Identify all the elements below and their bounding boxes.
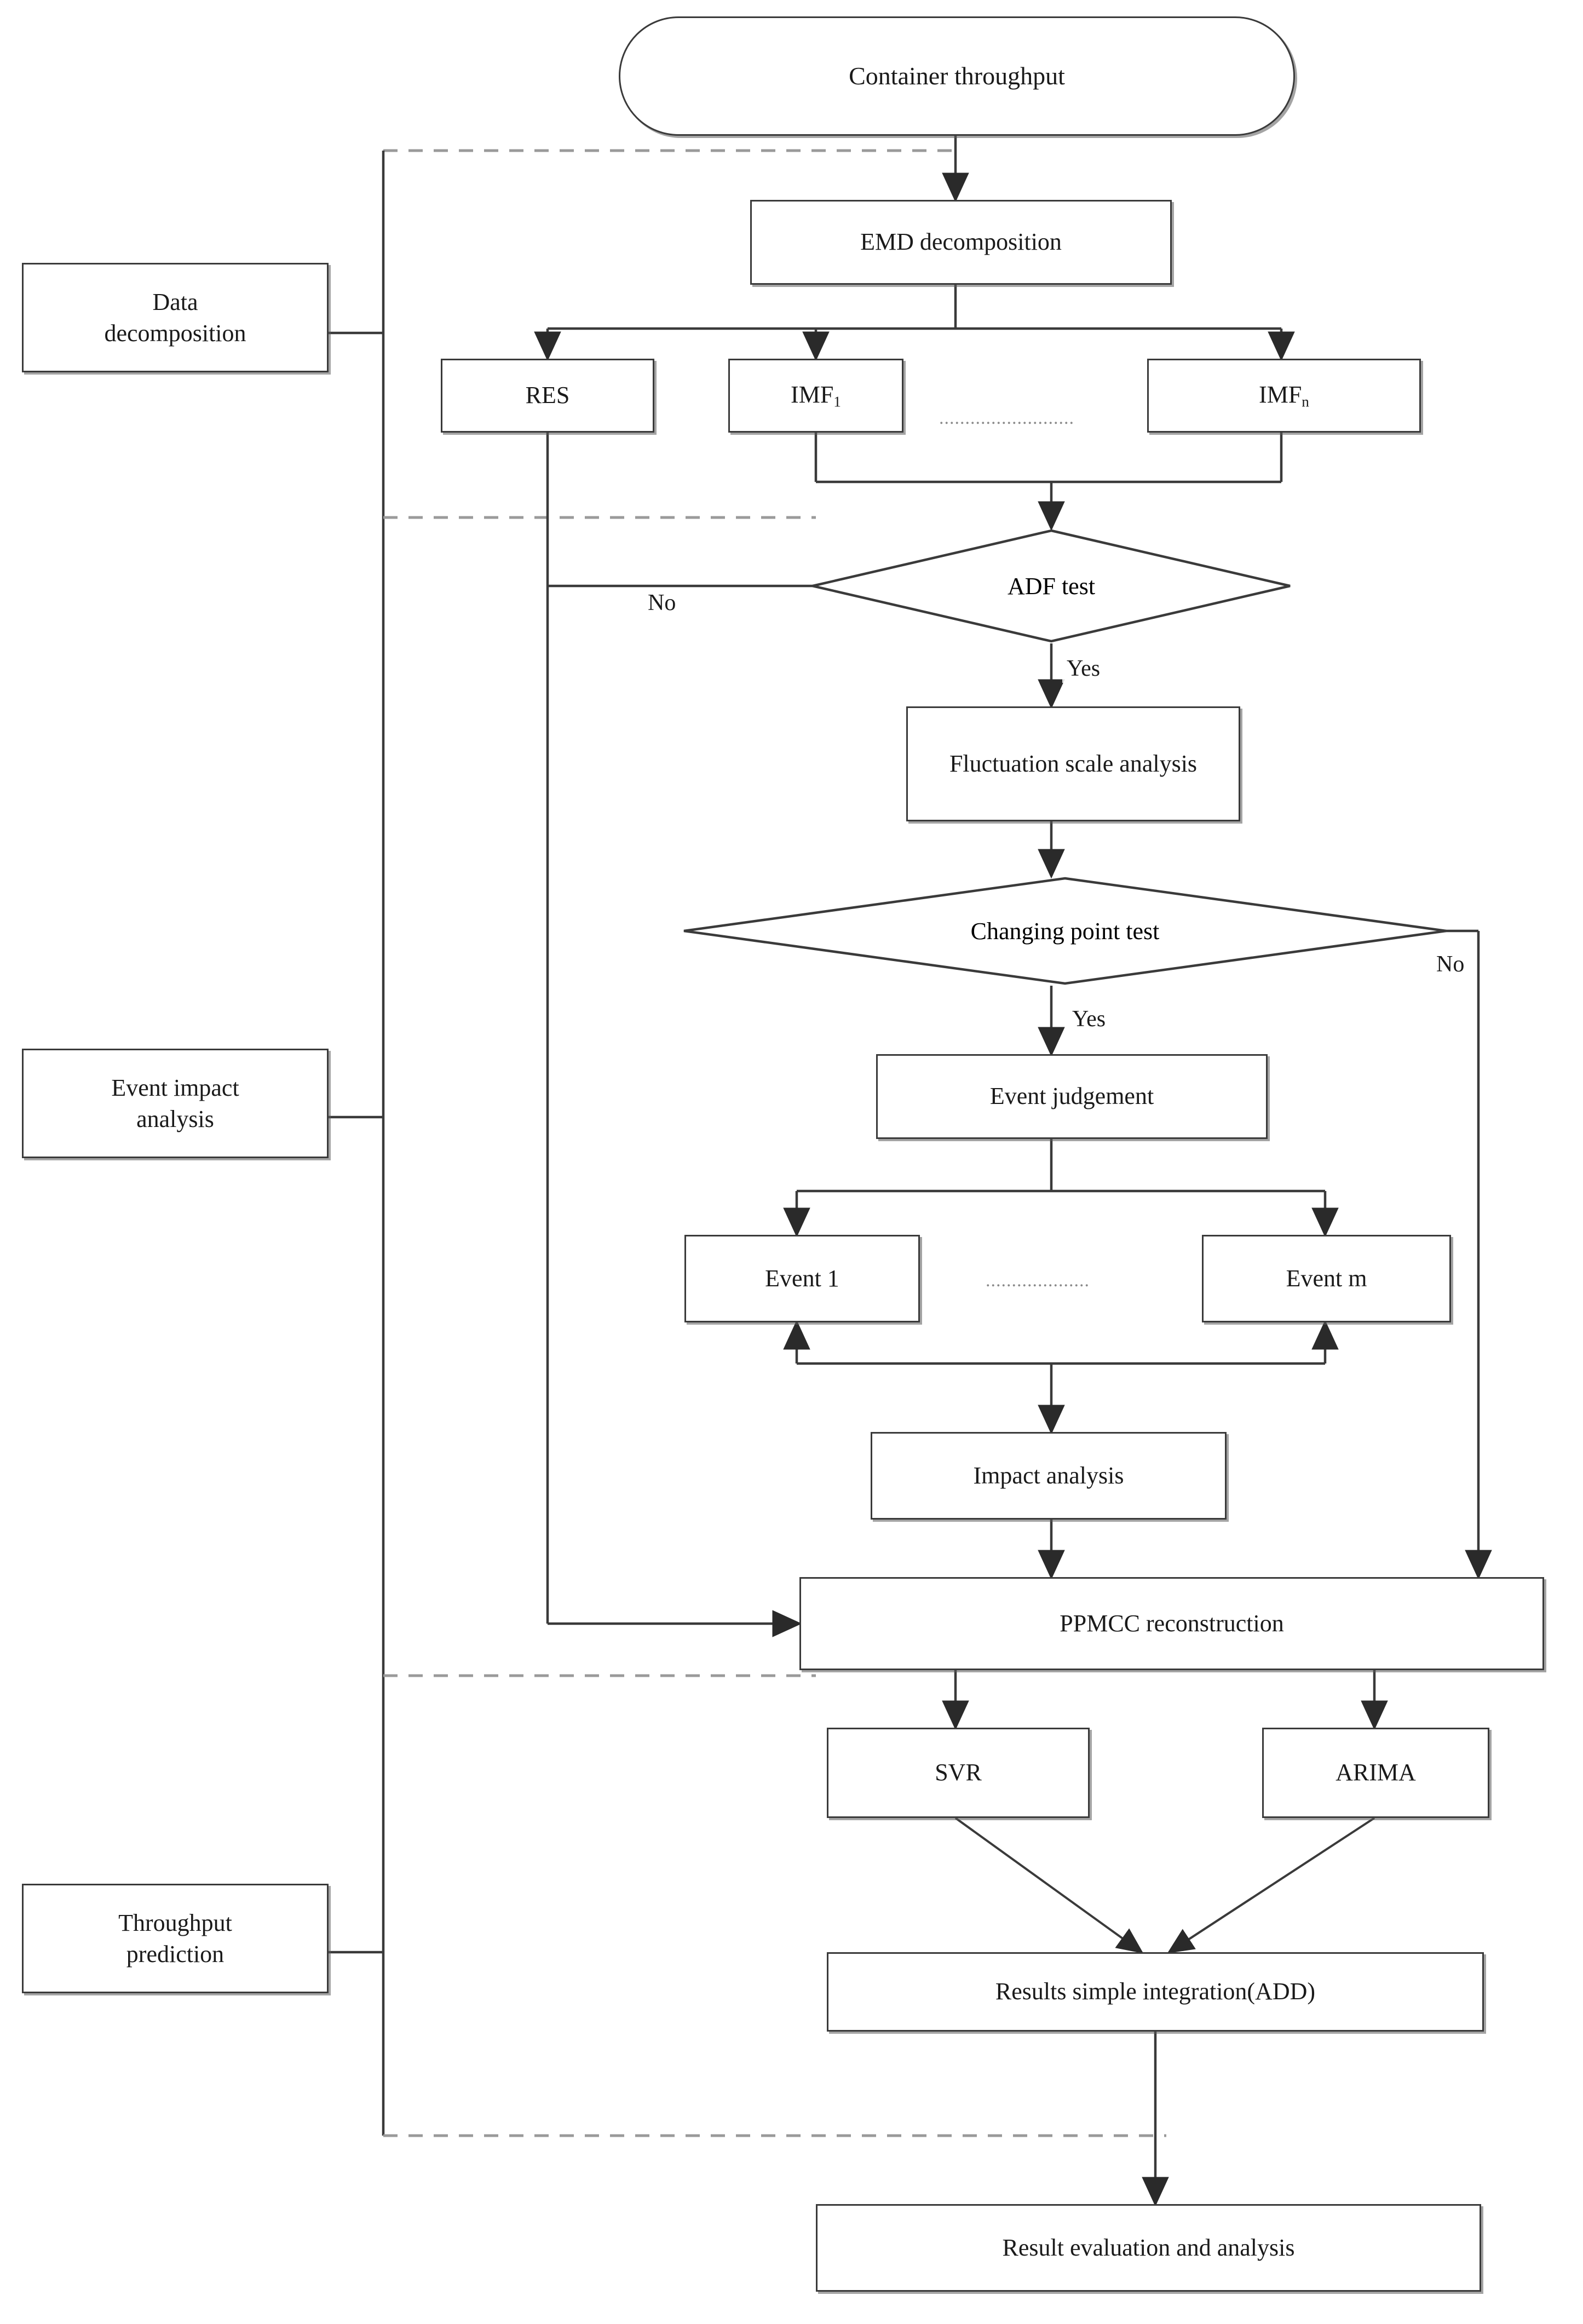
node-results-simple-integration[interactable]: Results simple integration(ADD) [827,1952,1484,2032]
edge-label-adf-yes: Yes [1062,654,1105,683]
node-label-impact-analysis: Impact analysis [973,1462,1124,1489]
node-res[interactable]: RES [441,359,654,433]
node-fluctuation-scale-analysis[interactable]: Fluctuation scale analysis [906,706,1240,821]
node-label-fluctuation-scale-analysis: Fluctuation scale analysis [949,750,1198,777]
node-label-changing-point-test: Changing point test [970,917,1160,945]
node-container-throughput[interactable]: Container throughput [619,16,1295,136]
edge-label-changing-point-yes: Yes [1068,1005,1110,1033]
node-label-adf-test: ADF test [1007,572,1096,600]
node-imf-first[interactable]: IMF1 [728,359,903,433]
node-label-svr: SVR [935,1759,982,1786]
node-label-container-throughput: Container throughput [849,61,1065,90]
node-label-event-judgement: Event judgement [989,1083,1154,1110]
node-changing-point-test[interactable]: Changing point test [682,876,1448,986]
event-row-ellipsis: .................... [986,1270,1090,1291]
node-result-evaluation[interactable]: Result evaluation and analysis [816,2204,1481,2292]
phase-label-data-decomposition: Data decomposition [104,288,246,347]
node-svr[interactable]: SVR [827,1728,1090,1818]
phase-label-event-impact-analysis: Event impact analysis [111,1074,239,1132]
node-label-result-evaluation: Result evaluation and analysis [1002,2234,1295,2261]
imf-last-base: IMF [1259,381,1302,409]
edge-label-changing-point-no: No [1432,950,1469,979]
node-label-imf-first: IMF1 [783,379,849,412]
node-impact-analysis[interactable]: Impact analysis [871,1432,1227,1520]
node-label-results-simple-integration: Results simple integration(ADD) [995,1978,1316,2005]
phase-box-throughput-prediction: Throughput prediction [22,1884,329,1993]
phase-box-data-decomposition: Data decomposition [22,263,329,372]
node-ppmcc-reconstruction[interactable]: PPMCC reconstruction [799,1577,1544,1670]
imf-first-base: IMF [791,381,834,409]
imf-row-ellipsis: .......................... [939,408,1074,428]
node-label-imf-last: IMFn [1251,379,1317,412]
node-event-first[interactable]: Event 1 [684,1235,920,1322]
node-imf-last[interactable]: IMFn [1147,359,1421,433]
node-label-res: RES [525,382,570,409]
node-event-judgement[interactable]: Event judgement [876,1054,1268,1139]
adf-test-diamond-shape [812,529,1291,643]
node-label-event-first: Event 1 [765,1264,839,1292]
node-event-last[interactable]: Event m [1202,1235,1451,1322]
changing-point-test-diamond-shape [683,877,1447,985]
imf-first-subscript: 1 [833,393,841,410]
phase-box-event-impact-analysis: Event impact analysis [22,1049,329,1158]
node-label-event-last: Event m [1286,1264,1367,1292]
edge-label-adf-no: No [643,589,681,617]
imf-last-subscript: n [1302,393,1309,410]
node-adf-test[interactable]: ADF test [810,528,1292,643]
node-label-arima: ARIMA [1336,1759,1416,1786]
node-emd-decomposition[interactable]: EMD decomposition [750,200,1172,285]
phase-label-throughput-prediction: Throughput prediction [118,1909,232,1968]
node-label-emd-decomposition: EMD decomposition [860,228,1062,256]
node-arima[interactable]: ARIMA [1262,1728,1489,1818]
node-label-ppmcc-reconstruction: PPMCC reconstruction [1060,1609,1284,1637]
